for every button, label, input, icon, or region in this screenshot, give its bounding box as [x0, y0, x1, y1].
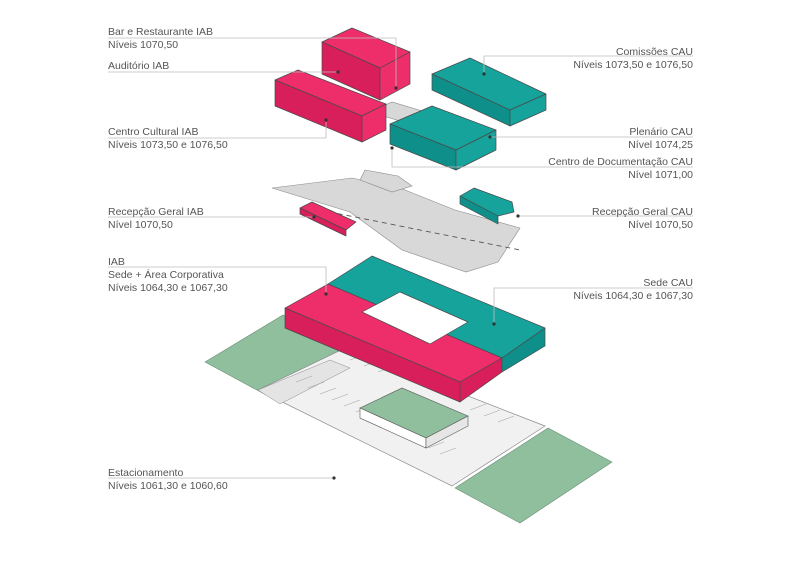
parking-center-block-side2 — [425, 415, 469, 449]
parking-level — [204, 247, 613, 524]
label-bar-restaurante-name: Bar e Restaurante IAB — [108, 26, 214, 38]
comissoes-side — [509, 93, 547, 127]
label-sede-cau-levels: Níveis 1064,30 e 1067,30 — [573, 290, 693, 302]
label-comissoes-cau-levels: Níveis 1073,50 e 1076,50 — [573, 59, 693, 71]
sede-courtyard — [361, 291, 469, 345]
recepcao-cau-block-side — [459, 195, 499, 225]
recepcao-iab-block-side — [299, 207, 347, 237]
reception-level — [271, 169, 521, 273]
label-plenario-cau-name: Plenário CAU — [629, 126, 693, 138]
label-estacionamento-name: Estacionamento — [108, 467, 184, 479]
label-sede-cau-name: Sede CAU — [643, 277, 693, 289]
label-recepcao-cau-name: Recepção Geral CAU — [592, 206, 693, 218]
sede-level — [284, 255, 546, 403]
label-recepcao-iab-levels: Nível 1070,50 — [108, 219, 173, 231]
label-comissoes-cau: Comissões CAU Níveis 1073,50 e 1076,50 — [573, 46, 693, 72]
label-recepcao-cau-levels: Nível 1070,50 — [628, 219, 693, 231]
label-iab-sede-subtitle: Sede + Área Corporativa — [108, 269, 224, 281]
plenario-side — [455, 129, 497, 171]
label-centro-cultural-name: Centro Cultural IAB — [108, 126, 199, 138]
leader-lines — [108, 37, 693, 480]
bar-restaurante-side — [379, 51, 411, 101]
label-comissoes-cau-name: Comissões CAU — [615, 46, 693, 58]
parking-ramp — [257, 359, 351, 405]
label-auditorio: Auditório IAB — [108, 60, 169, 73]
label-estacionamento-levels: Níveis 1061,30 e 1060,60 — [108, 480, 228, 492]
label-recepcao-iab: Recepção Geral IAB Nível 1070,50 — [108, 206, 204, 232]
reception-path — [319, 209, 521, 251]
label-estacionamento: Estacionamento Níveis 1061,30 e 1060,60 — [108, 467, 228, 493]
label-centro-cultural: Centro Cultural IAB Níveis 1073,50 e 107… — [108, 126, 228, 152]
label-centro-documentacao-name: Centro de Documentação CAU — [548, 156, 693, 168]
label-recepcao-iab-name: Recepção Geral IAB — [108, 206, 204, 218]
sede-cau-face — [501, 327, 546, 373]
label-plenario-cau: Plenário CAU Nível 1074,25 — [628, 126, 693, 152]
label-auditorio-name: Auditório IAB — [108, 60, 170, 72]
label-sede-cau: Sede CAU Níveis 1064,30 e 1067,30 — [573, 277, 693, 303]
label-bar-restaurante-levels: Níveis 1070,50 — [108, 39, 179, 51]
label-plenario-cau-levels: Nível 1074,25 — [628, 139, 693, 151]
label-bar-restaurante: Bar e Restaurante IAB Níveis 1070,50 — [108, 26, 213, 52]
upper-level — [274, 27, 547, 171]
label-centro-cultural-levels: Níveis 1073,50 e 1076,50 — [108, 139, 228, 151]
label-centro-documentacao: Centro de Documentação CAU Nível 1071,00 — [548, 156, 693, 182]
label-iab-sede-levels: Níveis 1064,30 e 1067,30 — [108, 282, 228, 294]
label-iab-sede: IAB Sede + Área Corporativa Níveis 1064,… — [108, 256, 228, 295]
label-centro-documentacao-levels: Nível 1071,00 — [628, 169, 693, 181]
auditorio-side — [361, 103, 387, 143]
label-iab-sede-name: IAB — [108, 256, 125, 268]
label-recepcao-cau: Recepção Geral CAU Nível 1070,50 — [592, 206, 693, 232]
green-area-right — [454, 427, 613, 524]
reception-link — [359, 169, 413, 193]
